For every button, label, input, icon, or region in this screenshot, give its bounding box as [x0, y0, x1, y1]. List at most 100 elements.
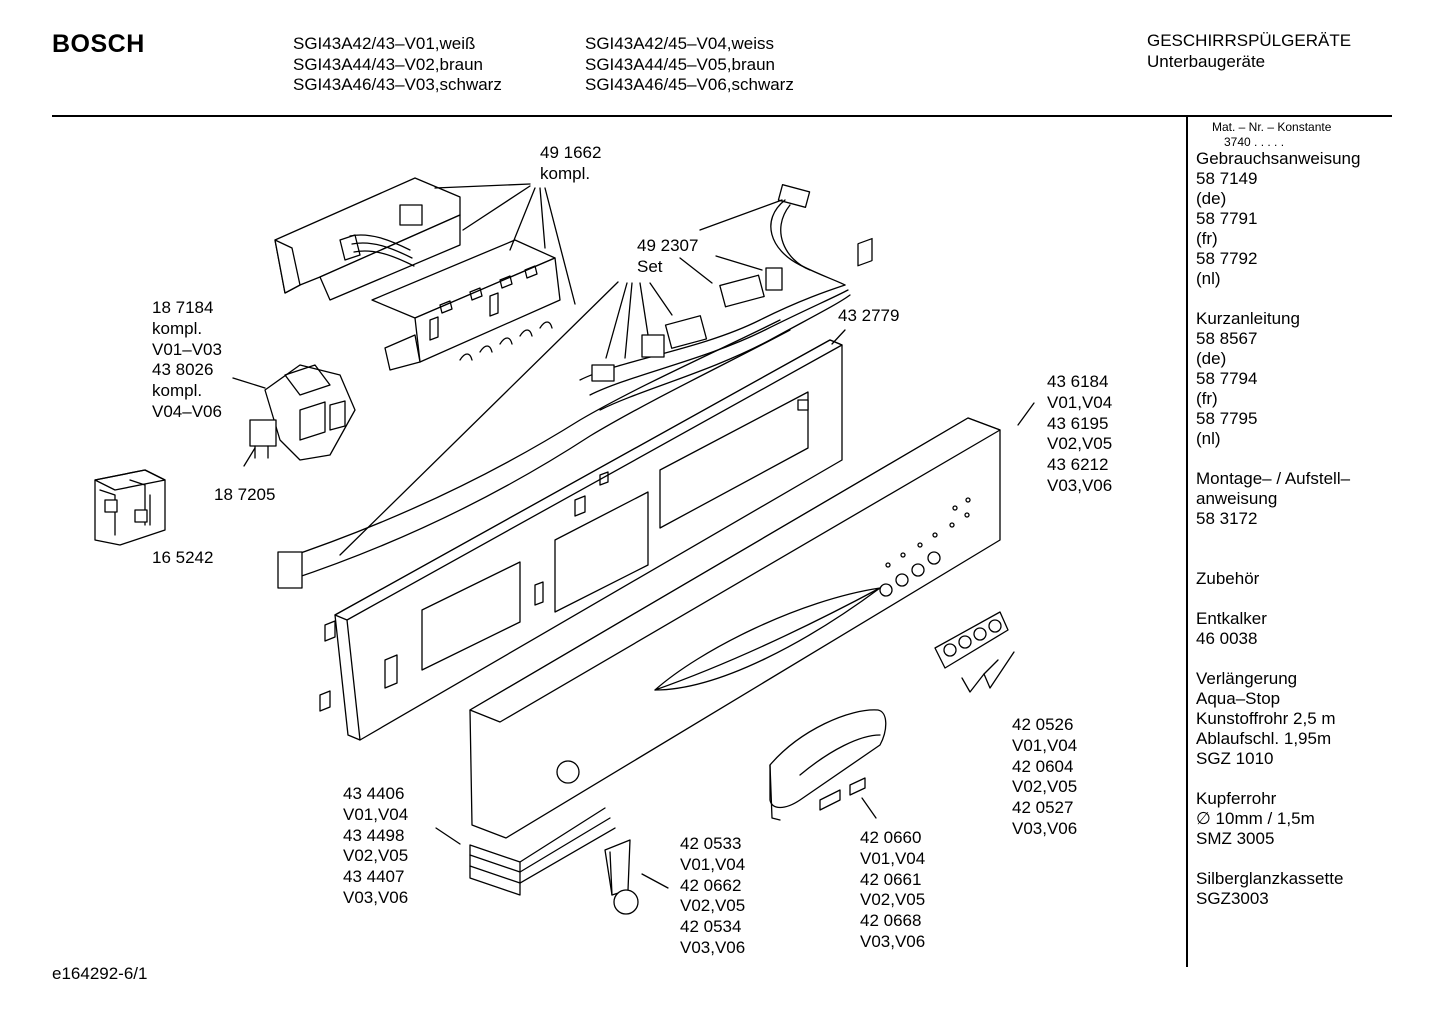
part-variant: V03,V06 — [343, 887, 409, 907]
sidebar-line: Verlängerung — [1196, 669, 1298, 688]
part-variant: V02,V05 — [860, 890, 926, 910]
part-variant: V01,V04 — [343, 804, 409, 824]
leader-line — [1017, 402, 1035, 426]
sidebar-line: Silberglanzkassette — [1196, 869, 1344, 888]
part-label-165242: 16 5242 — [152, 548, 213, 569]
exploded-view-drawing — [94, 177, 1035, 915]
part-number: 43 6212 — [1047, 455, 1109, 475]
sidebar-line: 58 7792 — [1196, 249, 1258, 268]
sidebar-line: SGZ3003 — [1196, 889, 1269, 908]
fascia-panel-part — [469, 237, 1001, 839]
frame-part — [319, 339, 843, 741]
sidebar-line: (de) — [1196, 189, 1227, 208]
leader-line — [679, 257, 713, 284]
leader-line — [715, 255, 763, 271]
part-label-420533: 42 0533 V01,V04 42 0662 V02,V05 42 0534 … — [680, 834, 745, 959]
sidebar-line: Ablaufschl. 1,95m — [1196, 729, 1332, 748]
part-label-420526: 42 0526 V01,V04 42 0604 V02,V05 42 0527 … — [1012, 715, 1077, 840]
sidebar-spacer — [1196, 449, 1360, 469]
leader-line — [539, 187, 546, 249]
part-label-187205: 18 7205 — [214, 485, 275, 506]
part-note: kompl. — [152, 381, 203, 401]
part-variant: V03,V06 — [1047, 475, 1113, 495]
part-number: 43 4407 — [343, 867, 405, 887]
sidebar-spacer — [1196, 549, 1360, 569]
part-label-491662: 49 1662 kompl. — [540, 143, 601, 185]
sidebar-line: 58 8567 — [1196, 329, 1258, 348]
part-label-187184: 18 7184 kompl. V01–V03 43 8026 kompl. V0… — [152, 298, 222, 423]
header-divider — [52, 115, 1392, 117]
sidebar-line: anweisung — [1196, 489, 1278, 508]
sidebar-line: 46 0038 — [1196, 629, 1258, 648]
leader-line — [434, 183, 531, 189]
sidebar-spacer — [1196, 849, 1360, 869]
sidebar-spacer — [1196, 289, 1360, 309]
part-number: 43 6195 — [1047, 413, 1109, 433]
switch-module-part — [249, 364, 356, 461]
sidebar-line: SGZ 1010 — [1196, 749, 1274, 768]
part-note: Set — [637, 256, 663, 276]
part-number: 42 0668 — [860, 911, 922, 931]
part-number: 42 0534 — [680, 917, 742, 937]
part-variant: V01,V04 — [860, 848, 926, 868]
model-item: SGI43A44/45–V05,braun — [585, 54, 775, 74]
sidebar-divider — [1186, 117, 1188, 967]
part-note: kompl. — [540, 163, 591, 183]
model-item: SGI43A42/43–V01,weiß — [293, 34, 476, 53]
part-number: 42 0526 — [1012, 715, 1074, 734]
part-variant: V04–V06 — [152, 401, 222, 421]
part-number: 42 0661 — [860, 869, 922, 889]
sidebar-line: ∅ 10mm / 1,5m — [1196, 809, 1315, 828]
trim-strip-part — [469, 807, 616, 896]
part-number: 18 7184 — [152, 298, 214, 317]
part-number: 16 5242 — [152, 548, 214, 567]
sidebar-line: Kunstoffrohr 2,5 m — [1196, 709, 1336, 728]
document-id: e164292-6/1 — [52, 964, 148, 983]
switch-block-part — [94, 469, 166, 546]
part-variant: V01,V04 — [680, 854, 746, 874]
sidebar-line: Montage– / Aufstell– — [1196, 469, 1351, 488]
sidebar-line: (fr) — [1196, 229, 1218, 248]
sidebar-line: Entkalker — [1196, 609, 1267, 628]
part-number: 43 6184 — [1047, 372, 1109, 391]
sidebar-spacer — [1196, 529, 1360, 549]
sidebar-line: 58 7791 — [1196, 209, 1258, 228]
mat-header: Mat. – Nr. – Konstante — [1212, 120, 1332, 134]
wiring-harness-part — [277, 183, 851, 589]
part-variant: V01,V04 — [1012, 735, 1078, 755]
model-item: SGI43A44/43–V02,braun — [293, 54, 483, 74]
leader-line — [243, 447, 256, 467]
sidebar-line: (nl) — [1196, 429, 1221, 448]
model-list-col2: SGI43A42/45–V04,weiss SGI43A44/45–V05,br… — [585, 34, 794, 96]
model-item: SGI43A46/45–V06,schwarz — [585, 75, 794, 94]
sidebar-line: (nl) — [1196, 269, 1221, 288]
sidebar-line: Zubehör — [1196, 569, 1260, 588]
category-title: GESCHIRRSPÜLGERÄTE Unterbaugeräte — [1147, 30, 1351, 72]
leader-line — [831, 329, 846, 345]
part-label-434406: 43 4406 V01,V04 43 4498 V02,V05 43 4407 … — [343, 784, 408, 909]
sidebar-spacer — [1196, 589, 1360, 609]
sidebar-line: 58 7795 — [1196, 409, 1258, 428]
sidebar-line: (de) — [1196, 349, 1227, 368]
part-number: 43 4498 — [343, 825, 405, 845]
sidebar-line: 58 7149 — [1196, 169, 1258, 188]
leader-line — [462, 185, 531, 231]
model-list-col1: SGI43A42/43–V01,weiß SGI43A44/43–V02,bra… — [293, 34, 502, 96]
leader-line — [699, 199, 783, 231]
model-item: SGI43A46/43–V03,schwarz — [293, 75, 502, 94]
leader-line — [339, 281, 619, 556]
leader-line — [544, 187, 576, 305]
sidebar-line: (fr) — [1196, 389, 1218, 408]
door-handle-part — [769, 709, 887, 821]
brand-logo: BOSCH — [52, 30, 145, 58]
part-number: 49 1662 — [540, 143, 602, 162]
part-label-436184: 43 6184 V01,V04 43 6195 V02,V05 43 6212 … — [1047, 372, 1112, 497]
sidebar-spacer — [1196, 769, 1360, 789]
part-number: 42 0660 — [860, 828, 922, 847]
part-variant: V02,V05 — [343, 846, 409, 866]
leader-line — [961, 651, 1015, 693]
leader-line — [605, 282, 628, 359]
button-set-part — [934, 611, 1009, 669]
part-variant: V03,V06 — [1012, 818, 1078, 838]
part-number: 43 2779 — [838, 306, 900, 325]
